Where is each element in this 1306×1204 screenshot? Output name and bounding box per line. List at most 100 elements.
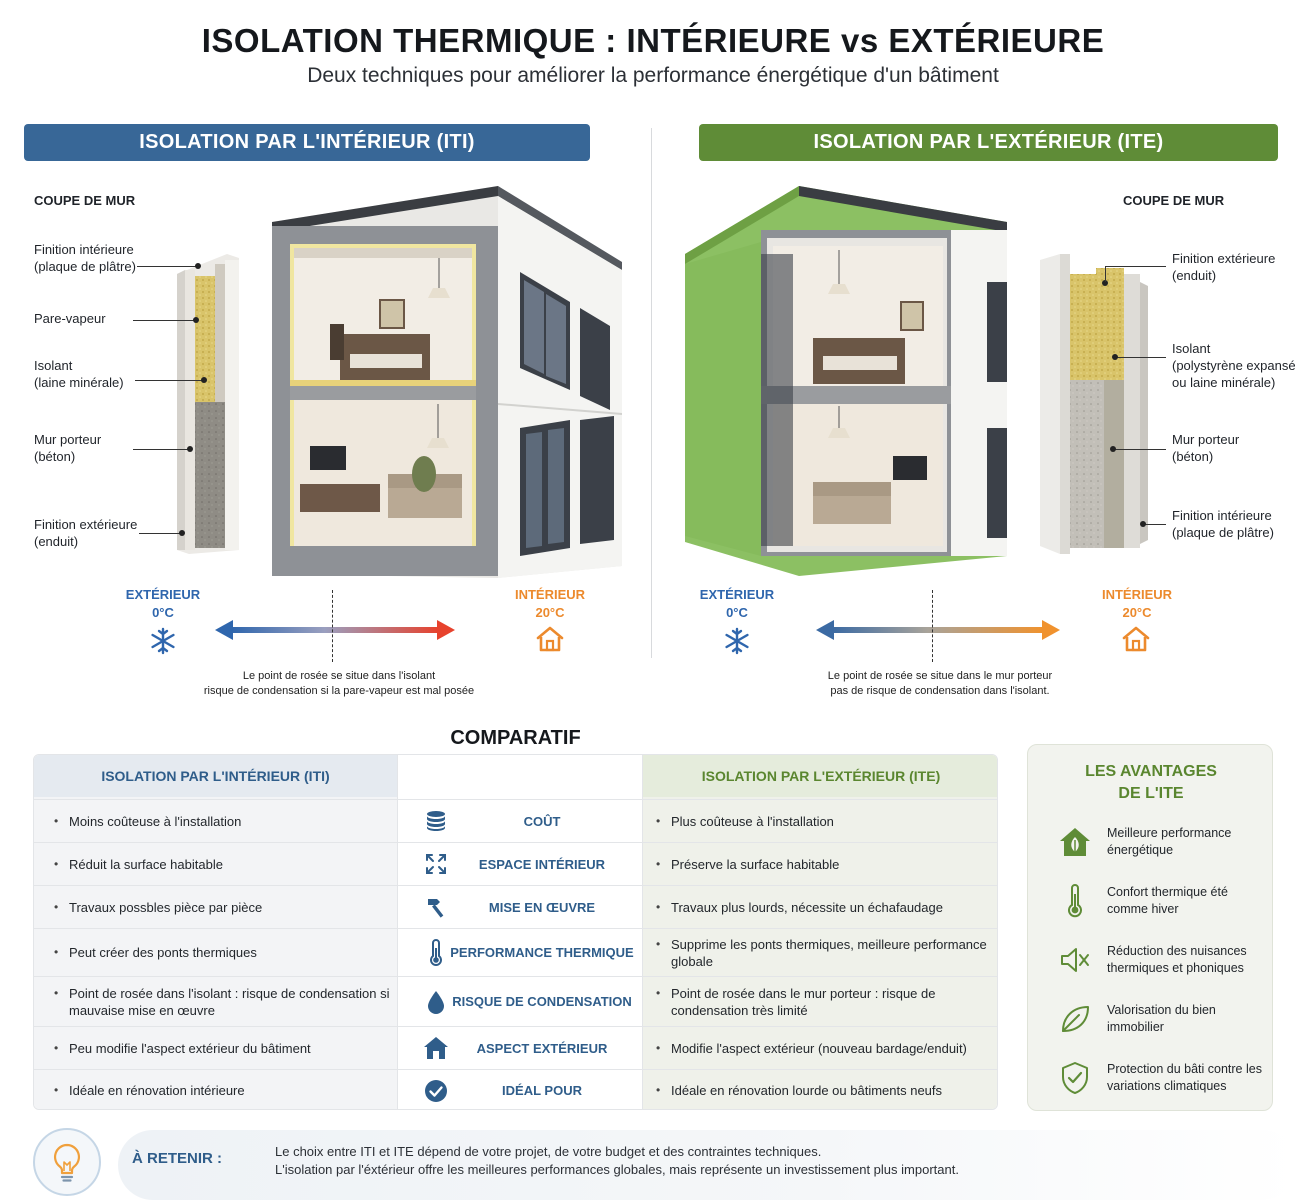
table-header-ite: ISOLATION PAR L'EXTÉRIEUR (ITE)	[643, 755, 997, 797]
leaf-icon	[1058, 1002, 1092, 1036]
iti-leader-dot-4	[187, 446, 193, 452]
ite-leader-2	[1116, 357, 1166, 358]
iti-callout-interior-finish: Finition intérieure(plaque de plâtre)	[34, 242, 136, 274]
criterion-label: PERFORMANCE THERMIQUE	[450, 945, 634, 960]
comparatif-title: COMPARATIF	[450, 727, 581, 749]
criterion-label: ESPACE INTÉRIEUR	[478, 856, 606, 872]
ite-wall-section-label: COUPE DE MUR	[1123, 193, 1225, 208]
table-header-iti: ISOLATION PAR L'INTÉRIEUR (ITI)	[34, 755, 397, 797]
ite-leader-1-vertical	[1105, 266, 1106, 282]
criterion-label: RISQUE DE CONDENSATION	[452, 994, 632, 1009]
iti-cell: Moins coûteuse à l'installation	[69, 813, 242, 829]
shield-check-icon	[1058, 1061, 1092, 1095]
ite-dew-point-marker	[932, 590, 933, 662]
page-subtitle: Deux techniques pour améliorer la perfor…	[307, 64, 999, 87]
ite-cell: Plus coûteuse à l'installation	[671, 813, 834, 829]
ite-callout-exterior-finish: Finition extérieure(enduit)	[1172, 251, 1276, 283]
ite-wall-section-illustration	[1040, 254, 1148, 554]
hammer-icon	[423, 894, 449, 920]
ite-cell: Supprime les ponts thermiques, meilleure…	[671, 936, 987, 969]
vertical-divider	[651, 128, 652, 658]
ite-callout-interior-finish: Finition intérieure(plaque de plâtre)	[1172, 508, 1274, 540]
ite-cell: Modifie l'aspect extérieur (nouveau bard…	[671, 1040, 967, 1056]
iti-dew-point-marker	[332, 590, 333, 662]
table-row: •Peut créer des ponts thermiques PERFORM…	[34, 928, 997, 976]
house-outline-icon	[1122, 626, 1150, 652]
comparison-table: ISOLATION PAR L'INTÉRIEUR (ITI) ISOLATIO…	[33, 754, 998, 1110]
iti-temperature-gradient-arrow	[215, 620, 455, 640]
page-title: ISOLATION THERMIQUE : INTÉRIEURE vs EXTÉ…	[201, 22, 1105, 59]
ite-cell: Préserve la surface habitable	[671, 856, 840, 872]
ite-temperature-gradient-arrow	[816, 620, 1060, 640]
iti-cell: Point de rosée dans l'isolant : risque d…	[69, 985, 390, 1018]
ite-leader-dot-4	[1140, 521, 1146, 527]
iti-leader-5	[139, 533, 181, 534]
key-takeaway-banner	[118, 1130, 1298, 1200]
lightbulb-icon	[33, 1128, 101, 1196]
ite-callout-load-wall: Mur porteur(béton)	[1172, 432, 1240, 464]
thermometer-icon	[1058, 884, 1092, 918]
ite-leader-3	[1114, 449, 1166, 450]
iti-callout-exterior-finish: Finition extérieure(enduit)	[34, 517, 138, 549]
snowflake-icon	[725, 627, 749, 655]
ite-banner: ISOLATION PAR L'EXTÉRIEUR (ITE)	[699, 124, 1278, 161]
iti-cell: Idéale en rénovation intérieure	[69, 1083, 245, 1098]
ite-leader-dot-3	[1110, 446, 1116, 452]
iti-leader-4	[133, 449, 189, 450]
iti-leader-dot-1	[195, 263, 201, 269]
house-outline-icon	[536, 626, 564, 652]
iti-leader-dot-5	[179, 530, 185, 536]
table-row: •Point de rosée dans l'isolant : risque …	[34, 976, 997, 1026]
iti-wall-section-illustration	[177, 254, 239, 554]
water-drop-icon	[423, 989, 449, 1015]
ite-leader-4	[1144, 524, 1166, 525]
ite-house-cutaway-illustration	[685, 186, 1007, 576]
iti-cell: Peu modifie l'aspect extérieur du bâtime…	[69, 1040, 311, 1056]
iti-banner: ISOLATION PAR L'INTÉRIEUR (ITI)	[24, 124, 590, 161]
advantage-item: Valorisation du bien immobilier	[1028, 998, 1274, 1040]
snowflake-icon	[151, 627, 175, 655]
ite-column-background	[643, 755, 997, 1109]
ite-leader-1	[1106, 266, 1166, 267]
ite-cell: Idéale en rénovation lourde ou bâtiments…	[671, 1083, 943, 1098]
advantage-item: Réduction des nuisances thermiques et ph…	[1028, 939, 1274, 981]
iti-house-cutaway-illustration	[272, 186, 622, 578]
iti-column-background	[34, 755, 397, 1109]
iti-callout-vapor-barrier: Pare-vapeur	[34, 311, 106, 326]
key-takeaway-label: À RETENIR :	[132, 1150, 222, 1167]
ite-cell: Point de rosée dans le mur porteur : ris…	[671, 985, 936, 1018]
advantage-item: Protection du bâti contre les variations…	[1028, 1057, 1274, 1099]
house-icon	[423, 1035, 449, 1061]
speaker-mute-icon	[1058, 943, 1092, 977]
table-row: •Travaux possbles pièce par pièce MISE E…	[34, 885, 997, 928]
iti-dew-point-note: Le point de rosée se situe dans l'isolan…	[203, 670, 475, 697]
criterion-label: ASPECT EXTÉRIEUR	[476, 1040, 608, 1056]
expand-arrows-icon	[423, 851, 449, 877]
iti-leader-3	[135, 380, 203, 381]
iti-cell: Travaux possbles pièce par pièce	[69, 899, 263, 915]
iti-cell: Peut créer des ponts thermiques	[69, 945, 257, 960]
iti-leader-dot-2	[193, 317, 199, 323]
criterion-label: COÛT	[523, 813, 561, 829]
key-takeaway-text: Le choix entre ITI et ITE dépend de votr…	[275, 1144, 959, 1177]
criterion-label: MISE EN ŒUVRE	[488, 899, 596, 915]
iti-leader-2	[133, 320, 195, 321]
ite-cell: Travaux plus lourds, nécessite un échafa…	[671, 899, 943, 915]
table-row: •Idéale en rénovation intérieure IDÉAL P…	[34, 1069, 997, 1109]
coins-stack-icon	[423, 808, 449, 834]
iti-callout-insulation: Isolant(laine minérale)	[34, 358, 124, 390]
advantage-item: Meilleure performance énergétique	[1028, 821, 1274, 863]
iti-callout-load-wall: Mur porteur(béton)	[34, 432, 102, 464]
iti-wall-section-label: COUPE DE MUR	[34, 193, 136, 208]
iti-leader-dot-3	[201, 377, 207, 383]
eco-house-icon	[1058, 825, 1092, 859]
ite-leader-dot-2	[1112, 354, 1118, 360]
thermometer-icon	[423, 938, 449, 966]
ite-leader-dot-1	[1102, 280, 1108, 286]
iti-cell: Réduit la surface habitable	[69, 856, 223, 872]
